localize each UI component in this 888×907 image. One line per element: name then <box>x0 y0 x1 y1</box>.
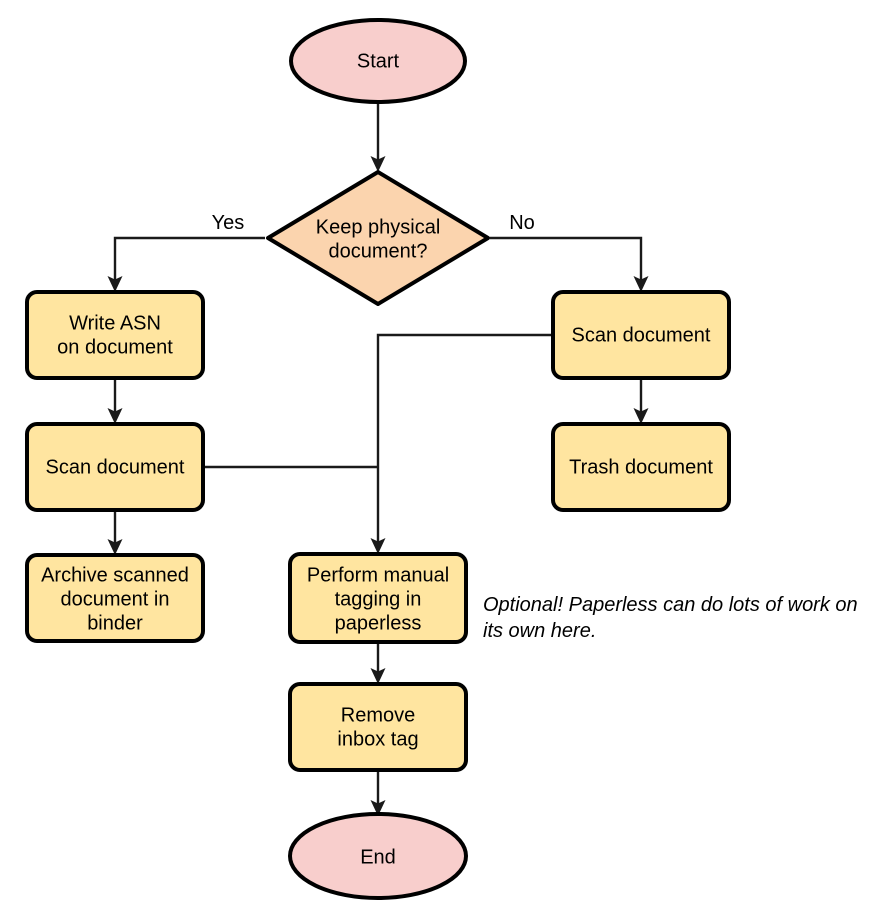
edge-scan-right-to-tagging <box>370 333 552 554</box>
edge-remove-inbox-to-end <box>370 770 386 816</box>
decision-diamond-shape <box>266 170 490 306</box>
tagging-label-line2: tagging in <box>335 588 422 610</box>
edge-write-asn-to-scan-left <box>107 378 123 424</box>
end-label: End <box>360 846 396 868</box>
node-scan-document-left[interactable]: Scan document <box>25 422 205 512</box>
decision-label-line1: Keep physical <box>316 216 441 238</box>
tagging-label-line1: Perform manual <box>307 564 449 586</box>
archive-box-shape <box>25 553 205 643</box>
edge-label-no: No <box>509 212 535 234</box>
node-decision-keep-physical-document[interactable]: Keep physical document? <box>266 170 490 306</box>
edge-scan-left-to-archive <box>107 510 123 555</box>
trash-label: Trash document <box>569 456 713 478</box>
write-asn-label-line2: on document <box>57 336 173 358</box>
edge-scan-right-to-trash <box>633 378 649 424</box>
remove-inbox-label-line2: inbox tag <box>337 728 418 750</box>
tagging-box-shape <box>288 552 468 644</box>
end-ellipse-shape <box>288 812 468 900</box>
node-remove-inbox-tag[interactable]: Remove inbox tag <box>288 682 468 772</box>
node-scan-document-right[interactable]: Scan document <box>551 290 731 380</box>
node-write-asn[interactable]: Write ASN on document <box>25 290 205 380</box>
node-end[interactable]: End <box>288 812 468 900</box>
trash-box-shape <box>551 422 731 512</box>
node-perform-manual-tagging[interactable]: Perform manual tagging in paperless <box>288 552 468 644</box>
edge-decision-yes-to-write-asn <box>107 236 265 292</box>
edge-decision-no-to-scan-right <box>490 236 649 292</box>
node-trash-document[interactable]: Trash document <box>551 422 731 512</box>
edge-tagging-to-remove-inbox <box>370 642 386 684</box>
note-line-1: Optional! Paperless can do lots of work … <box>483 594 858 616</box>
node-start[interactable]: Start <box>289 18 467 104</box>
decision-label-line2: document? <box>329 240 428 262</box>
annotation-note: Optional! Paperless can do lots of work … <box>483 594 858 642</box>
scan-left-box-shape <box>25 422 205 512</box>
archive-label-line3: binder <box>87 612 143 634</box>
scan-right-box-shape <box>551 290 731 380</box>
tagging-label-line3: paperless <box>335 612 422 634</box>
write-asn-label-line1: Write ASN <box>69 312 161 334</box>
scan-right-label: Scan document <box>572 324 711 346</box>
scan-left-label: Scan document <box>46 456 185 478</box>
remove-inbox-box-shape <box>288 682 468 772</box>
edge-label-yes: Yes <box>212 212 245 234</box>
archive-label-line2: document in <box>61 588 170 610</box>
start-ellipse-shape <box>289 18 467 104</box>
note-line-2: its own here. <box>483 620 596 642</box>
start-label: Start <box>357 50 400 72</box>
edge-start-to-decision <box>370 103 386 172</box>
archive-label-line1: Archive scanned <box>41 564 189 586</box>
write-asn-box-shape <box>25 290 205 380</box>
node-archive-scanned-document[interactable]: Archive scanned document in binder <box>25 553 205 643</box>
remove-inbox-label-line1: Remove <box>341 704 415 726</box>
